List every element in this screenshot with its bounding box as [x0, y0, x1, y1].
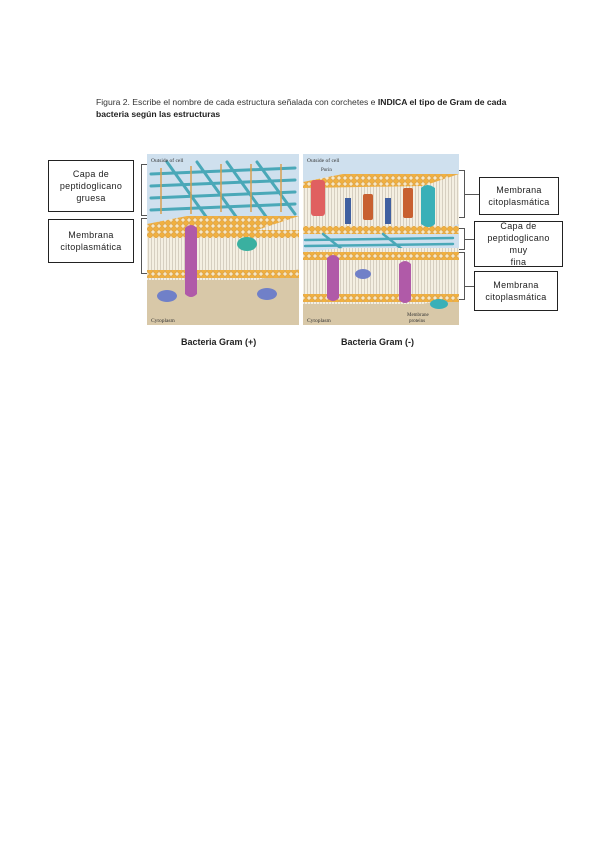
gram-positive-label: Bacteria Gram (+) — [181, 337, 257, 347]
caption-text: Figura 2. Escribe el nombre de cada estr… — [96, 97, 378, 107]
label-line: citoplasmática — [60, 242, 122, 252]
label-line: peptidoglicano — [59, 181, 123, 191]
label-line: citoplasmática — [485, 292, 547, 302]
label-line: gruesa — [76, 193, 106, 203]
gram-negative-label: Bacteria Gram (-) — [341, 337, 415, 347]
label-line: peptidoglicano muy — [487, 233, 550, 255]
caption-bold-text: INDICA el tipo de Gram de cada bacteria … — [96, 97, 507, 119]
gram-pos-cytoplasm-label: Cytoplasm — [151, 318, 176, 324]
bracket-right-top — [459, 170, 465, 218]
label-box-membrane-right-top: Membrana citoplasmática — [479, 177, 559, 215]
gram-positive-panel: Outside of cell Cytoplasm — [147, 154, 299, 325]
label-box-thick-peptidoglycan: Capa de peptidoglicano gruesa — [48, 160, 134, 212]
figure-caption: Figura 2. Escribe el nombre de cada estr… — [96, 96, 516, 120]
gram-neg-cytoplasm-label: Cytoplasm — [307, 318, 332, 324]
gram-negative-panel: Outside of cell Porin Cytoplasm Membrane… — [303, 154, 459, 325]
label-box-thin-peptidoglycan: Capa de peptidoglicano muy fina — [474, 221, 563, 267]
label-box-membrane-right-bottom: Membrana citoplasmática — [474, 271, 558, 311]
tick-right-bottom — [465, 286, 474, 287]
label-line: fina — [510, 257, 527, 267]
bracket-right-mid — [459, 228, 465, 250]
label-line: Capa de — [500, 221, 537, 231]
gram-neg-porin-label: Porin — [321, 168, 332, 173]
label-line: citoplasmática — [488, 197, 550, 207]
gram-neg-proteins-label: proteins — [409, 319, 425, 324]
label-line: Membrana — [493, 280, 539, 290]
label-line: Membrana — [496, 185, 542, 195]
tick-right-mid — [465, 239, 474, 240]
tick-right-top — [465, 194, 479, 195]
gram-neg-outside-label: Outside of cell — [307, 157, 340, 164]
label-box-membrane-left: Membrana citoplasmática — [48, 219, 134, 263]
label-line: Capa de — [72, 169, 110, 179]
bracket-left-bottom — [141, 218, 147, 274]
cell-wall-illustration: Outside of cell Cytoplasm Outside — [147, 154, 459, 325]
label-line: Membrana — [68, 230, 114, 240]
bracket-left-top — [141, 164, 147, 216]
gram-neg-membrane-label: Membrane — [407, 313, 429, 318]
gram-pos-outside-label: Outside of cell — [151, 157, 184, 164]
bracket-right-bottom — [459, 252, 465, 300]
